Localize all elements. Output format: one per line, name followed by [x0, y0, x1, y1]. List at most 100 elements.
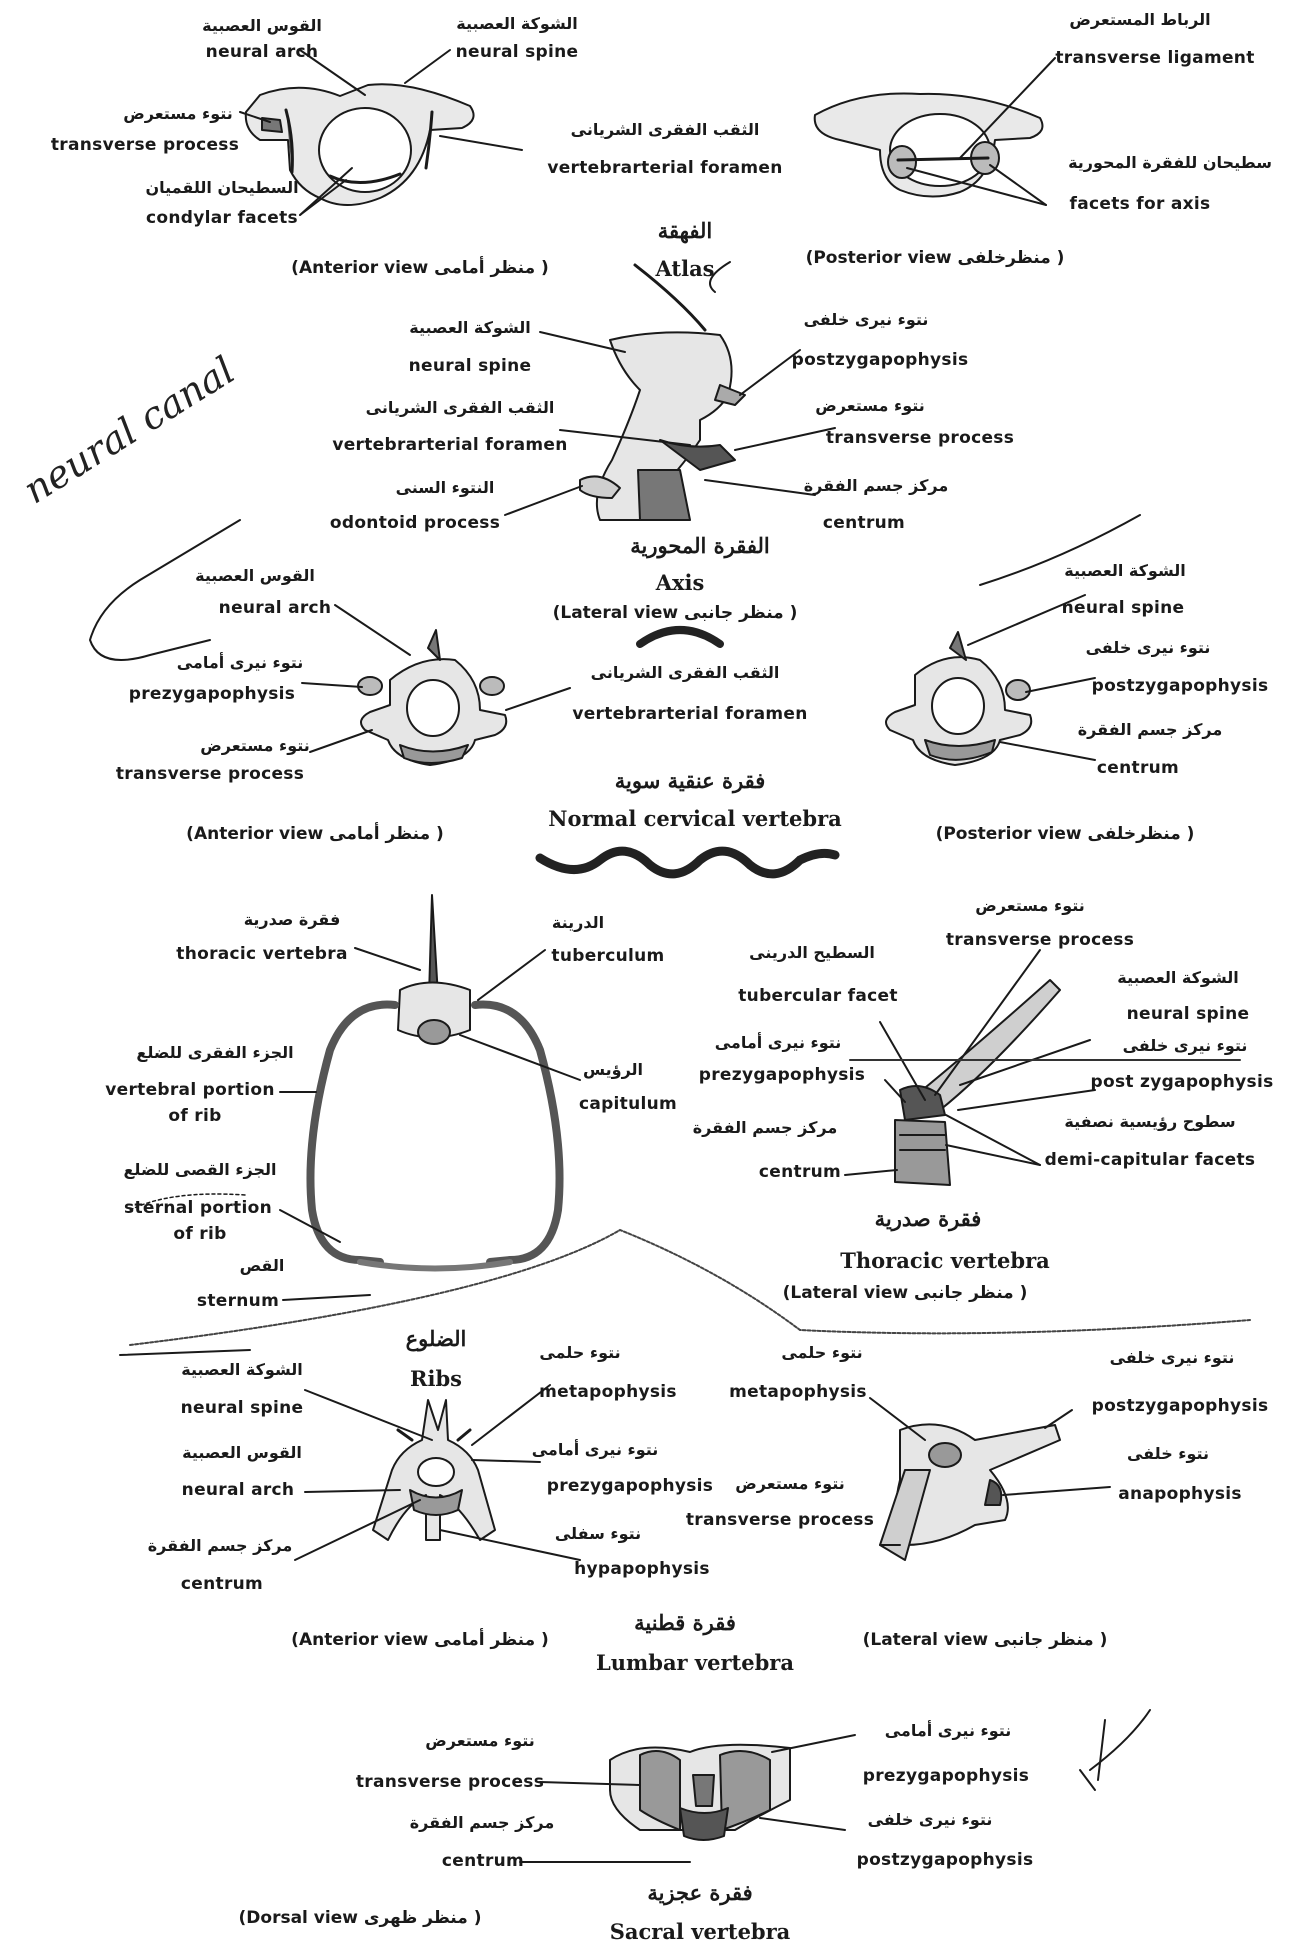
- thoracic-tubercular-ar: السطيح الدرينى: [749, 945, 875, 961]
- cervical-posterior-drawing: [886, 632, 1031, 765]
- cervical-foramen-ar: الثقب الفقرى الشريانى: [591, 665, 780, 681]
- thoracic-centrum: centrum: [759, 1164, 841, 1181]
- cervical-anterior-drawing: [358, 630, 506, 765]
- thoracic-prezyg-ar: نتوء نيرى أمامى: [715, 1035, 842, 1051]
- sacral-dorsal-view: (Dorsal view منظر ظهرى ): [239, 1910, 482, 1927]
- lumbar-neural-arch-ar: القوس العصبية: [182, 1445, 302, 1461]
- cervical-postzyg-ar: نتوء نيرى خلفى: [1086, 640, 1211, 656]
- axis-neural-spine-ar: الشوكة العصبية: [409, 320, 530, 336]
- lumbar-lateral-view: (Lateral view منظر جانبى ): [863, 1632, 1108, 1649]
- axis-postzygapophysis: postzygapophysis: [792, 352, 969, 369]
- sacral-centrum: centrum: [442, 1853, 524, 1870]
- ribs-drawing: [310, 895, 559, 1269]
- axis-title-ar: الفقرة المحورية: [630, 535, 769, 556]
- lumbar-hypapophysis: hypapophysis: [574, 1561, 710, 1578]
- sacral-centrum-ar: مركز جسم الفقرة: [410, 1815, 555, 1831]
- lumbar-transverse-ar: نتوء مستعرض: [735, 1476, 845, 1492]
- lumbar-postzyg: postzygapophysis: [1092, 1398, 1269, 1415]
- cervical-posterior-view: (Posterior view منظرخلفى ): [936, 826, 1195, 843]
- axis-lateral-drawing: [580, 332, 745, 520]
- cervical-postzyg: postzygapophysis: [1092, 678, 1269, 695]
- lumbar-postzyg-ar: نتوء نيرى خلفى: [1110, 1350, 1235, 1366]
- lumbar-hypapophysis-ar: نتوء سفلى: [555, 1526, 641, 1542]
- thoracic-demi-capitular: demi-capitular facets: [1045, 1152, 1256, 1169]
- sacral-title: Sacral vertebra: [610, 1921, 791, 1942]
- ribs-sternal-portion: sternal portion: [124, 1200, 272, 1217]
- cervical-prezyg: prezygapophysis: [129, 686, 295, 703]
- thoracic-transverse-ar: نتوء مستعرض: [975, 898, 1085, 914]
- thoracic-tubercular: tubercular facet: [738, 988, 898, 1005]
- thoracic-postzyg-ar: نتوء نيرى خلفى: [1123, 1038, 1248, 1054]
- lumbar-prezyg-ar: نتوء نيرى أمامى: [532, 1442, 659, 1458]
- atlas-title: Atlas: [655, 258, 714, 279]
- ribs-tuberculum-ar: الدرينة: [552, 915, 604, 931]
- ribs-title: Ribs: [410, 1368, 462, 1389]
- cervical-neural-spine-ar: الشوكة العصبية: [1064, 563, 1185, 579]
- lumbar-neural-spine-ar: الشوكة العصبية: [181, 1362, 302, 1378]
- thoracic-transverse: transverse process: [946, 932, 1134, 949]
- atlas-transverse-ligament: transverse ligament: [1055, 50, 1254, 67]
- lumbar-transverse: transverse process: [686, 1512, 874, 1529]
- cervical-neural-arch: neural arch: [219, 600, 332, 617]
- ribs-capitulum-ar: الرؤيس: [583, 1062, 643, 1078]
- ribs-capitulum: capitulum: [579, 1096, 677, 1113]
- thoracic-title: Thoracic vertebra: [840, 1250, 1049, 1271]
- cervical-title: Normal cervical vertebra: [548, 808, 842, 829]
- atlas-neural-spine-ar: الشوكة العصبية: [456, 16, 577, 32]
- axis-odontoid-ar: النتوء السنى: [396, 480, 495, 496]
- thoracic-demi-capitular-ar: سطوح رؤيسية نصفية: [1064, 1114, 1235, 1130]
- axis-transverse-process-ar: نتوء مستعرض: [815, 398, 925, 414]
- lumbar-neural-spine: neural spine: [181, 1400, 304, 1417]
- lumbar-metapophysis: metapophysis: [539, 1384, 677, 1401]
- ribs-thoracic-vertebra: thoracic vertebra: [176, 946, 347, 963]
- lumbar-anterior-drawing: [373, 1400, 495, 1540]
- lumbar-metapophysis-ar: نتوء حلمى: [539, 1345, 620, 1361]
- atlas-vertebrarterial-foramen-ar: الثقب الفقرى الشريانى: [571, 122, 760, 138]
- sacral-transverse: transverse process: [356, 1774, 544, 1791]
- thoracic-prezyg: prezygapophysis: [699, 1067, 865, 1084]
- lumbar-prezyg: prezygapophysis: [547, 1478, 713, 1495]
- cervical-title-ar: فقرة عنقية سوية: [615, 770, 766, 791]
- axis-vertebrarterial-ar: الثقب الفقرى الشريانى: [366, 400, 555, 416]
- axis-title: Axis: [656, 572, 705, 593]
- thoracic-lateral-drawing: [895, 980, 1060, 1185]
- sacral-title-ar: فقرة عجزية: [647, 1882, 752, 1903]
- atlas-posterior-drawing: [815, 93, 1043, 196]
- lumbar-title-ar: فقرة قطنية: [634, 1612, 736, 1633]
- cervical-centrum-ar: مركز جسم الفقرة: [1078, 722, 1223, 738]
- lumbar-anapophysis-ar: نتوء خلفى: [1127, 1446, 1209, 1462]
- thoracic-title-ar: فقرة صدرية: [875, 1208, 982, 1229]
- atlas-transverse-process: transverse process: [51, 137, 239, 154]
- lumbar-title: Lumbar vertebra: [596, 1652, 794, 1673]
- lumbar-centrum-ar: مركز جسم الفقرة: [148, 1538, 293, 1554]
- thoracic-lateral-view: (Lateral view منظر جانبى ): [783, 1285, 1028, 1302]
- atlas-facets-axis-ar: سطيحان للفقرة المحورية: [1068, 155, 1272, 171]
- sacral-prezyg-ar: نتوء نيرى أمامى: [885, 1723, 1012, 1739]
- atlas-transverse-process-ar: نتوء مستعرض: [123, 106, 233, 122]
- ribs-sternal-portion-ar: الجزء القصى للضلع: [123, 1162, 276, 1178]
- cervical-foramen: vertebrarterial foramen: [572, 706, 807, 723]
- axis-centrum: centrum: [823, 515, 905, 532]
- thoracic-centrum-ar: مركز جسم الفقرة: [693, 1120, 838, 1136]
- handwritten-note: neural canal: [16, 348, 243, 512]
- atlas-facets-axis: facets for axis: [1070, 196, 1211, 213]
- ribs-vertebral-portion-2: of rib: [168, 1108, 221, 1125]
- ribs-sternal-portion-2: of rib: [173, 1226, 226, 1243]
- atlas-neural-arch-ar: القوس العصبية: [202, 18, 322, 34]
- ribs-vertebral-portion-ar: الجزء الفقرى للضلع: [136, 1045, 293, 1061]
- thoracic-neural-spine: neural spine: [1127, 1006, 1250, 1023]
- axis-transverse-process: transverse process: [826, 430, 1014, 447]
- lumbar-centrum: centrum: [181, 1576, 263, 1593]
- axis-lateral-view: (Lateral view منظر جانبى ): [553, 605, 798, 622]
- atlas-condylar-facets: condylar facets: [146, 210, 298, 227]
- atlas-neural-arch: neural arch: [206, 44, 319, 61]
- sacral-postzyg-ar: نتوء نيرى خلفى: [868, 1812, 993, 1828]
- sacral-prezyg: prezygapophysis: [863, 1768, 1029, 1785]
- lumbar-metapophysis-2-ar: نتوء حلمى: [781, 1345, 862, 1361]
- axis-postzygapophysis-ar: نتوء نيرى خلفى: [804, 312, 929, 328]
- axis-centrum-ar: مركز جسم الفقرة: [804, 478, 949, 494]
- cervical-anterior-view: (Anterior view منظر أمامى ): [186, 826, 444, 843]
- atlas-condylar-facets-ar: السطيحان اللقميان: [145, 180, 298, 196]
- atlas-vertebrarterial-foramen: vertebrarterial foramen: [547, 160, 782, 177]
- lumbar-anterior-view: (Anterior view منظر أمامى ): [291, 1632, 549, 1649]
